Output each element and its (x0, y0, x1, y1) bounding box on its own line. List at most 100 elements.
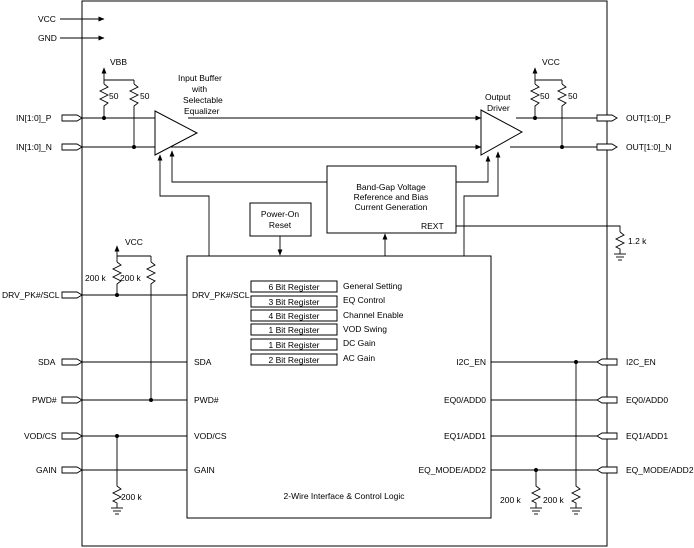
ctrl-pwd-label: PWD# (194, 395, 219, 405)
out-n-term-value: 50 (568, 91, 578, 101)
vcc-label: VCC (38, 14, 56, 24)
register-box (250, 338, 338, 351)
bias-to-driver-line (456, 155, 491, 183)
out-term-resistor-n: 50 (556, 83, 578, 147)
drv-pullup-resistor: 200 k (85, 261, 123, 295)
eq-mode-pin: EQ_MODE/ADD2 (491, 465, 694, 475)
por-line1: Power-On (261, 209, 300, 219)
power-on-reset-block: Power-On Reset (249, 202, 312, 237)
pwd-pin-label: PWD# (32, 395, 57, 405)
in-n-term-value: 50 (140, 91, 150, 101)
input-buffer-line3: Selectable (183, 95, 223, 105)
out-p-term-value: 50 (540, 91, 550, 101)
input-buffer-triangle (154, 110, 199, 156)
ctrl-eq-mode-label: EQ_MODE/ADD2 (418, 465, 486, 475)
register-table: 6 Bit Register General Setting 3 Bit Reg… (250, 280, 404, 366)
vbb-label: VBB (110, 57, 127, 67)
pwd-pullup-resistor: 200 k (120, 261, 157, 400)
ctrl-sda-label: SDA (194, 357, 212, 367)
register-name: 3 Bit Register (268, 297, 319, 307)
input-buffer-line4: Equalizer (184, 106, 220, 116)
input-buffer-line2: with (191, 84, 207, 94)
register-box (250, 295, 338, 308)
register-desc: VOD Swing (343, 324, 387, 334)
eq-mode-pulldown-resistor: 200 k (500, 470, 542, 515)
vcc-supply-pin: VCC (38, 14, 105, 24)
bandgap-line1: Band-Gap Voltage (356, 182, 426, 192)
vod-pin: VOD/CS (24, 431, 187, 441)
out-n-connector (596, 143, 618, 151)
register-desc: Channel Enable (343, 310, 404, 320)
vcc-ctrl-supply: VCC (114, 237, 152, 262)
eq-mode-pin-label: EQ_MODE/ADD2 (626, 465, 694, 475)
in-n-pin: IN[1:0]_N (16, 142, 83, 152)
vcc-top-supply: VCC (532, 57, 563, 84)
output-driver-line1: Output (485, 92, 511, 102)
register-desc: EQ Control (343, 295, 385, 305)
ctrl-eq0-label: EQ0/ADD0 (444, 395, 486, 405)
in-p-term-value: 50 (109, 91, 119, 101)
in-p-connector (61, 114, 83, 122)
i2c-en-pin: I2C_EN (491, 357, 656, 367)
in-term-resistor-p: 50 (98, 83, 119, 118)
ctrl-drv-label: DRV_PK#/SCL (192, 290, 250, 300)
register-box (250, 323, 338, 336)
register-box (250, 353, 338, 366)
out-p-label: OUT[1:0]_P (626, 113, 671, 123)
eq0-pin: EQ0/ADD0 (491, 395, 668, 405)
eq1-pin: EQ1/ADD1 (491, 431, 668, 441)
drv-pullup-value: 200 k (85, 273, 107, 283)
sda-pin: SDA (38, 357, 187, 367)
out-n-pin: OUT[1:0]_N (596, 142, 671, 152)
eqmode-pulldown2-value: 200 k (543, 495, 565, 505)
register-name: 1 Bit Register (268, 325, 319, 335)
control-logic-title: 2-Wire Interface & Control Logic (284, 491, 406, 501)
sda-pin-label: SDA (38, 357, 56, 367)
ctrl-vod-label: VOD/CS (194, 431, 227, 441)
register-name: 1 Bit Register (268, 340, 319, 350)
vod-pin-label: VOD/CS (24, 431, 57, 441)
in-p-label: IN[1:0]_P (16, 113, 52, 123)
bandgap-box (326, 165, 457, 234)
register-name: 4 Bit Register (268, 311, 319, 321)
eqmode-pulldown-value: 200 k (500, 495, 522, 505)
out-p-connector (596, 114, 618, 122)
gnd-label: GND (38, 33, 57, 43)
i2c-en-pulldown-resistor: 200 k (543, 362, 582, 515)
out-n-label: OUT[1:0]_N (626, 142, 671, 152)
vod-pulldown-resistor: 200 k (111, 436, 143, 515)
out-p-pin: OUT[1:0]_P (596, 113, 671, 123)
bandgap-rext-label: REXT (421, 221, 444, 231)
output-driver-triangle (480, 109, 524, 156)
in-term-resistor-n: 50 (128, 83, 150, 147)
vod-pulldown-value: 200 k (121, 492, 143, 502)
pwd-pullup-value: 200 k (120, 273, 142, 283)
gain-pin: GAIN (36, 465, 187, 475)
control-logic-block (186, 255, 492, 519)
output-driver: Output Driver (480, 92, 524, 156)
input-buffer: Input Buffer with Selectable Equalizer (154, 73, 223, 156)
register-box (250, 309, 338, 322)
bandgap-line3: Current Generation (355, 202, 428, 212)
in-n-connector (61, 143, 83, 151)
register-desc: General Setting (343, 281, 402, 291)
in-p-pin: IN[1:0]_P (16, 113, 83, 123)
register-name: 2 Bit Register (268, 355, 319, 365)
drv-pin: DRV_PK#/SCL (2, 290, 187, 300)
vbb-supply: VBB (101, 57, 135, 84)
in-n-label: IN[1:0]_N (16, 142, 52, 152)
vcc-top-label: VCC (542, 57, 560, 67)
power-on-reset-box (249, 202, 312, 237)
output-driver-line2: Driver (487, 103, 510, 113)
control-to-buffer-line (157, 154, 210, 256)
bias-to-buffer-line (169, 150, 327, 183)
bandgap-line2: Reference and Bias (354, 192, 429, 202)
ctrl-i2c-en-label: I2C_EN (456, 357, 486, 367)
vcc-ctrl-label: VCC (125, 237, 143, 247)
gain-pin-label: GAIN (36, 465, 57, 475)
ctrl-eq1-label: EQ1/ADD1 (444, 431, 486, 441)
i2c-en-pin-label: I2C_EN (626, 357, 656, 367)
por-line2: Reset (269, 220, 292, 230)
